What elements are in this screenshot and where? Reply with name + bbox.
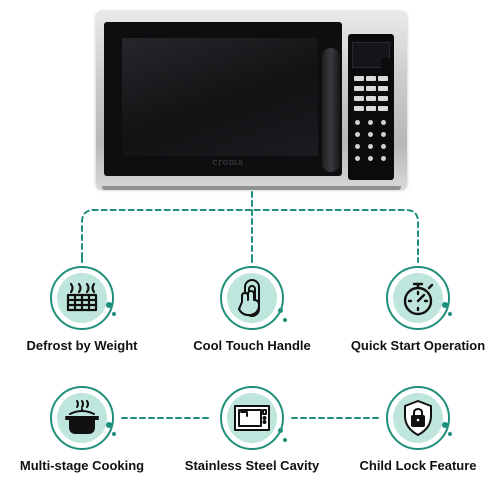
feature-label: Child Lock Feature bbox=[359, 458, 477, 473]
accent-dot bbox=[112, 432, 116, 436]
brand-logo: croma bbox=[212, 158, 244, 168]
panel-button bbox=[381, 156, 386, 161]
panel-key bbox=[354, 106, 364, 111]
door-window bbox=[122, 38, 318, 156]
panel-key bbox=[378, 106, 388, 111]
panel-key bbox=[366, 106, 376, 111]
accent-dot bbox=[278, 428, 283, 433]
door-release-button bbox=[381, 58, 393, 76]
accent-dot bbox=[442, 302, 448, 308]
microwave-oven: croma bbox=[96, 10, 407, 188]
feature-defrost bbox=[42, 258, 122, 338]
panel-button bbox=[368, 144, 373, 149]
panel-key bbox=[366, 96, 376, 101]
panel-key bbox=[378, 96, 388, 101]
accent-dot bbox=[448, 432, 452, 436]
feature-label: Defrost by Weight bbox=[26, 338, 138, 353]
feature-child-lock bbox=[378, 378, 458, 458]
panel-key bbox=[378, 76, 388, 81]
panel-key bbox=[378, 86, 388, 91]
shield-lock-icon bbox=[404, 400, 432, 436]
feature-label: Cool Touch Handle bbox=[193, 338, 311, 353]
microwave-cavity-icon bbox=[234, 405, 270, 431]
accent-dot bbox=[112, 312, 116, 316]
stopwatch-icon bbox=[403, 282, 434, 316]
accent-dot bbox=[283, 438, 287, 442]
feature-quick-start bbox=[378, 258, 458, 338]
accent-dot bbox=[283, 318, 287, 322]
panel-key bbox=[354, 96, 364, 101]
panel-key bbox=[354, 86, 364, 91]
cool-touch-handle-icon bbox=[238, 279, 260, 317]
accent-dot bbox=[278, 308, 283, 313]
panel-button bbox=[355, 156, 360, 161]
accent-dot bbox=[442, 422, 448, 428]
panel-button bbox=[355, 132, 360, 137]
accent-dot bbox=[106, 422, 112, 428]
panel-button bbox=[381, 120, 386, 125]
panel-button bbox=[355, 120, 360, 125]
feature-multi-stage-cooking bbox=[42, 378, 122, 458]
panel-button bbox=[368, 156, 373, 161]
panel-button bbox=[368, 132, 373, 137]
feature-label: Stainless Steel Cavity bbox=[184, 458, 320, 473]
microwave-base bbox=[102, 186, 401, 190]
feature-stainless-steel-cavity bbox=[212, 378, 292, 458]
accent-dot bbox=[448, 312, 452, 316]
feature-label: Quick Start Operation bbox=[350, 338, 486, 353]
panel-button bbox=[381, 144, 386, 149]
feature-label: Multi-stage Cooking bbox=[19, 458, 145, 473]
panel-button bbox=[368, 120, 373, 125]
accent-dot bbox=[106, 302, 112, 308]
door-handle bbox=[322, 48, 340, 172]
control-panel bbox=[348, 34, 394, 180]
panel-key bbox=[354, 76, 364, 81]
cooking-pot-icon bbox=[65, 400, 99, 434]
defrost-icon bbox=[66, 282, 98, 312]
feature-cool-touch-handle bbox=[212, 258, 292, 338]
panel-key bbox=[366, 76, 376, 81]
panel-button bbox=[355, 144, 360, 149]
microwave-door bbox=[104, 22, 342, 176]
panel-button bbox=[381, 132, 386, 137]
panel-key bbox=[366, 86, 376, 91]
